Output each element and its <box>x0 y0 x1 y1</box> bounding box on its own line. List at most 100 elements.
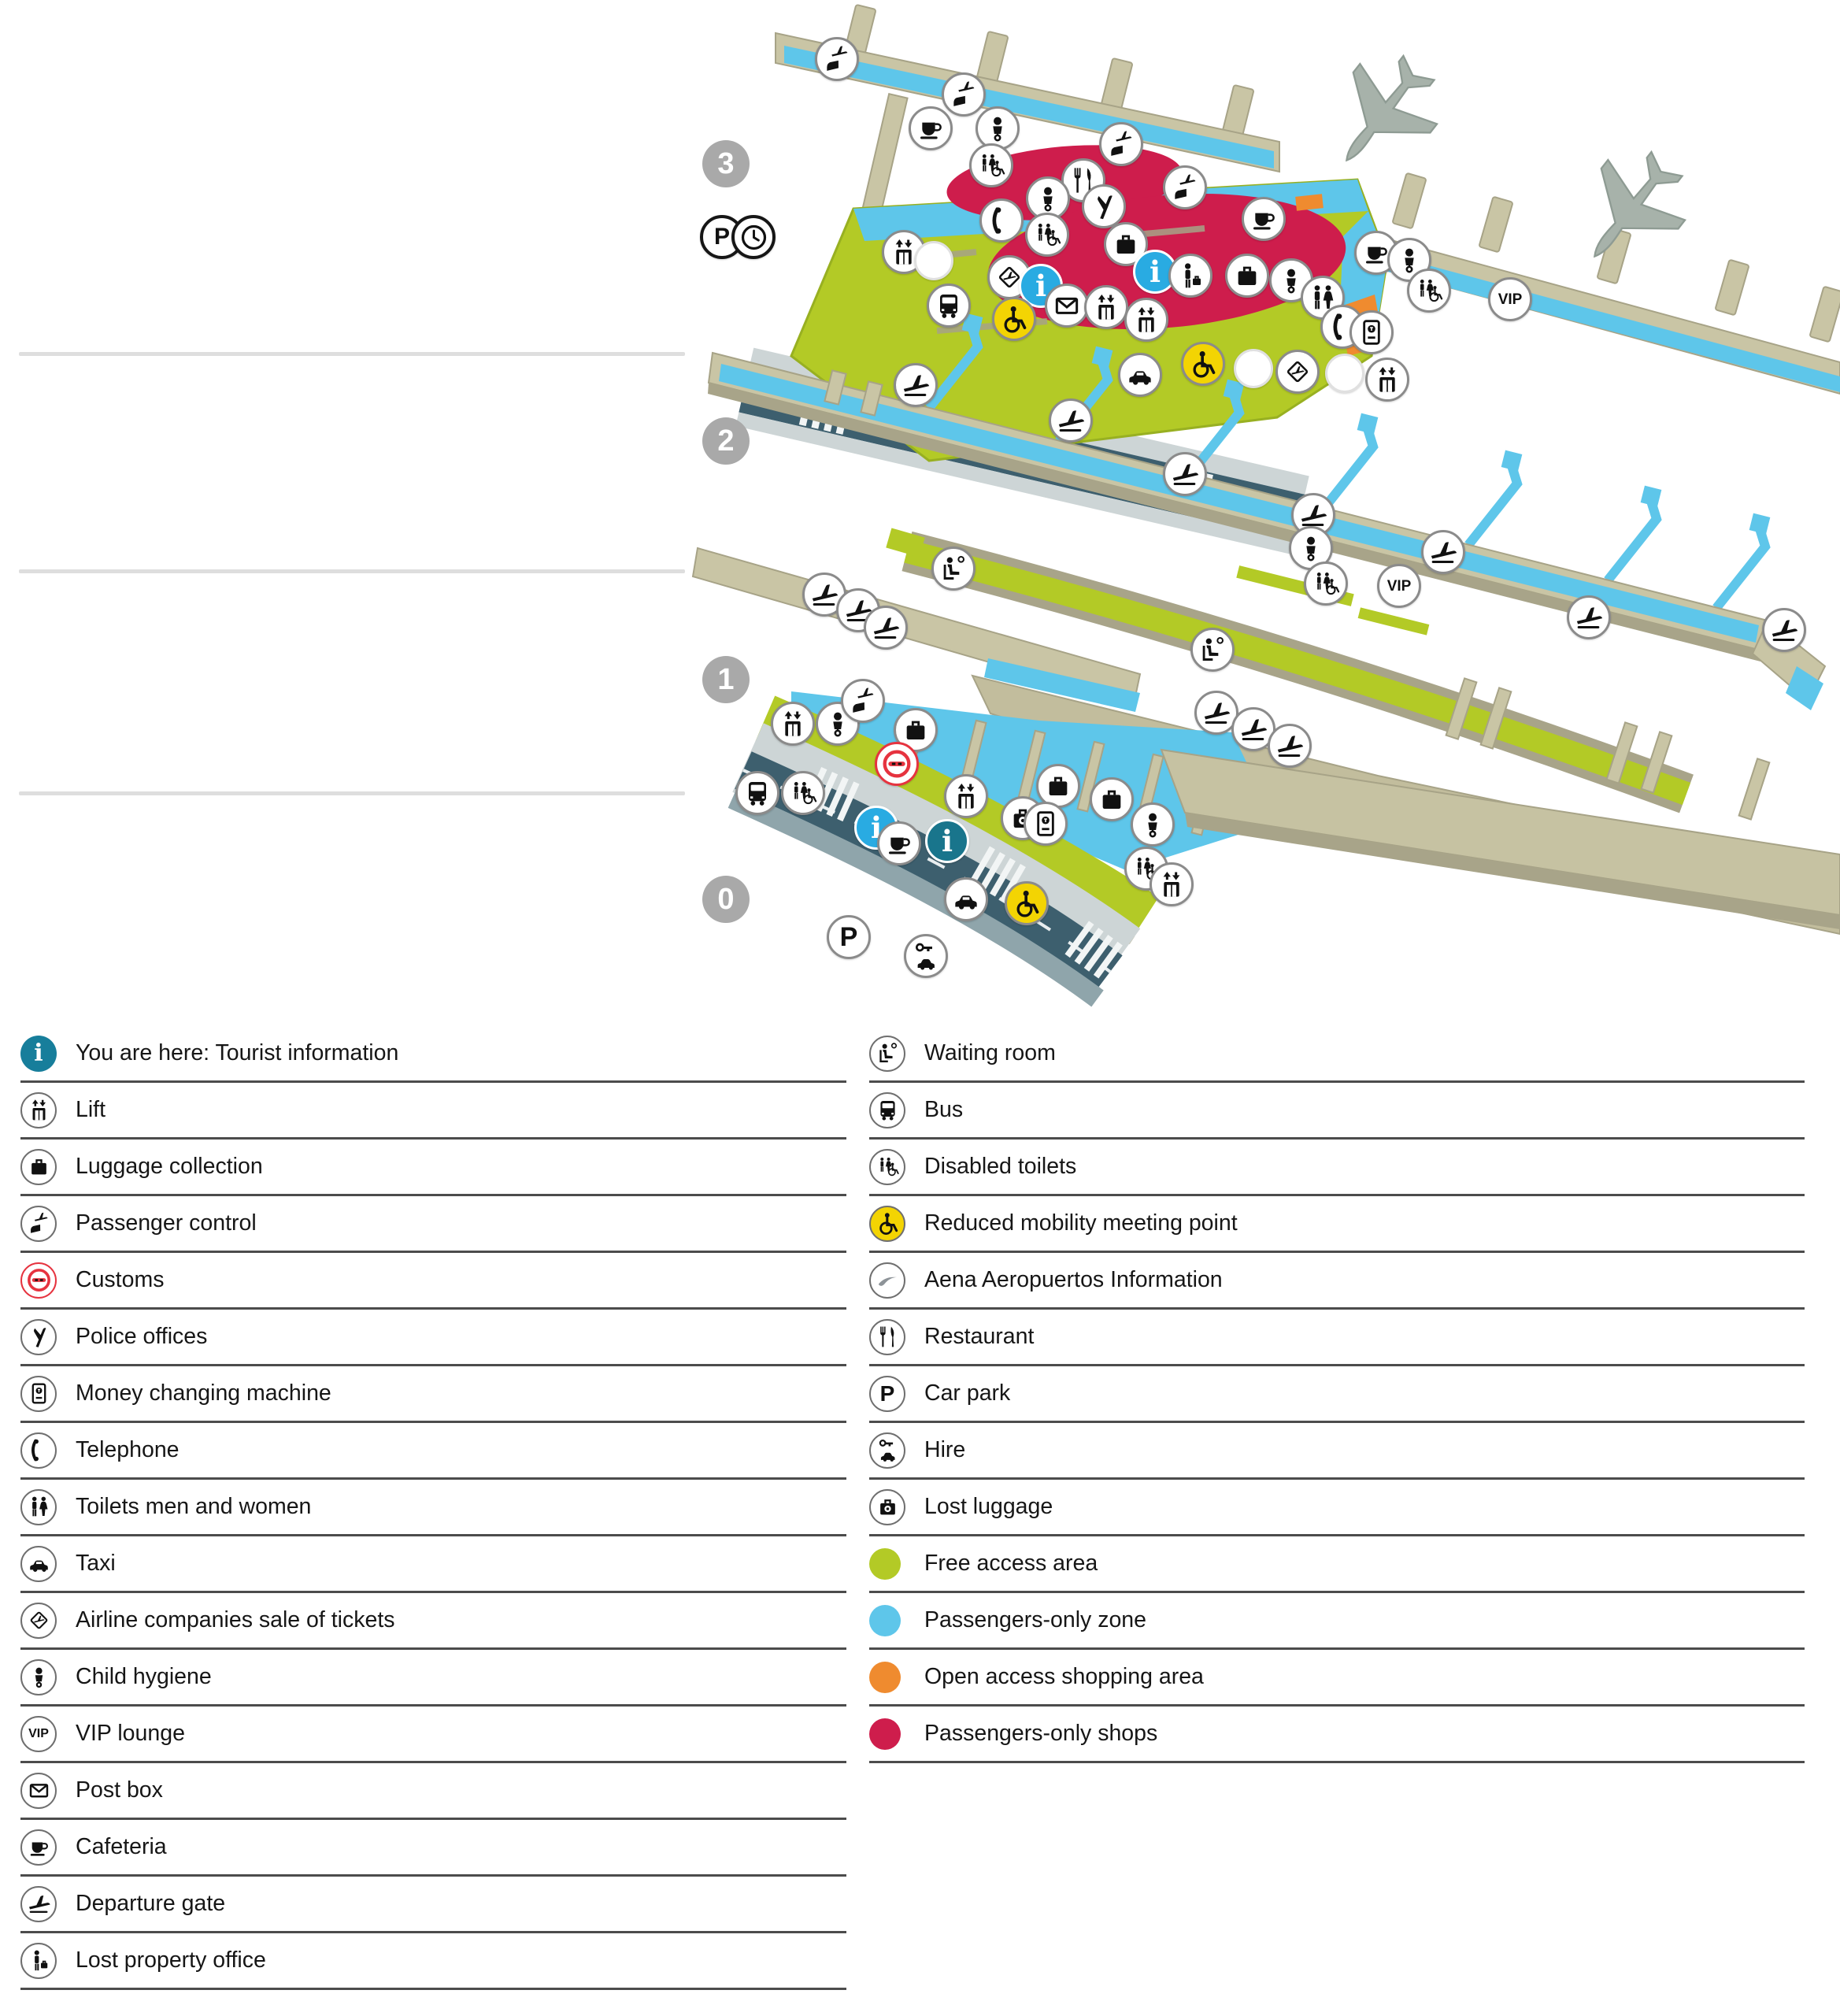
clock-icon <box>741 224 766 250</box>
map-icon-police-offices <box>1082 184 1126 228</box>
map-icon-reduced-mobility <box>992 297 1036 341</box>
post-box-icon <box>29 1784 48 1798</box>
telephone-icon <box>1333 313 1342 340</box>
waiting-room-icon <box>1202 637 1224 661</box>
white-circle-icon <box>1331 359 1359 387</box>
bus-icon <box>940 295 957 318</box>
map-icon-taxi <box>944 877 988 921</box>
legend-item-telephone: Telephone <box>20 1423 846 1480</box>
legend-label: VIP lounge <box>76 1721 185 1746</box>
cafeteria-icon <box>30 1842 48 1856</box>
money-changing-legend-icon <box>20 1375 57 1412</box>
waiting-room-legend-icon <box>869 1035 905 1072</box>
child-hygiene-icon <box>1043 187 1053 212</box>
legend-icon-cell <box>869 1718 920 1750</box>
legend-item-restaurant: Restaurant <box>869 1310 1805 1366</box>
legend-label: Cafeteria <box>76 1834 167 1859</box>
legend-item-disabled-toilets: Disabled toilets <box>869 1140 1805 1196</box>
legend-label: Passenger control <box>76 1210 257 1236</box>
map-icon-lift <box>771 702 815 746</box>
legend-item-lift: Lift <box>20 1083 846 1140</box>
map-icon-departure-gate <box>1231 707 1275 751</box>
legend-item-police-offices: Police offices <box>20 1310 846 1366</box>
legend-label: Lost property office <box>76 1947 266 1973</box>
terminal-map-graphic <box>691 4 1840 1007</box>
cafeteria-legend-icon <box>20 1829 57 1866</box>
passenger-control-icon <box>1175 174 1196 199</box>
lift-icon <box>31 1099 46 1121</box>
aena-info-icon <box>878 1277 897 1286</box>
map-icon-disabled-toilets <box>1025 213 1069 257</box>
map-icon-waiting-room <box>1190 628 1235 672</box>
map-icon-lift <box>1365 358 1409 402</box>
legend-label: Passengers-only shops <box>924 1721 1158 1746</box>
passenger-control-icon <box>30 1212 48 1233</box>
legend-label: Reduced mobility meeting point <box>924 1210 1238 1236</box>
legend-label: Departure gate <box>76 1891 226 1916</box>
info-dark-icon: i <box>941 823 953 858</box>
map-icon-passenger-control <box>815 37 859 81</box>
map-icon-info-dark: i <box>925 819 969 863</box>
telephone-legend-icon <box>20 1432 57 1469</box>
legend-item-toilets: Toilets men and women <box>20 1480 846 1536</box>
legend-icon-cell <box>869 1318 920 1355</box>
map-icon-money-changing <box>1024 802 1068 846</box>
departure-gate-icon <box>1058 410 1085 432</box>
legend-icon-cell <box>20 1772 71 1809</box>
map-icon-airline-tickets <box>1275 350 1320 394</box>
legend-label: Car park <box>924 1380 1011 1406</box>
map-icon-lift <box>944 774 988 818</box>
airline-tickets-icon <box>1287 361 1309 383</box>
legend-item-dot-orange: Open access shopping area <box>869 1650 1805 1707</box>
restaurant-legend-icon <box>869 1318 905 1355</box>
legend-item-cafeteria: Cafeteria <box>20 1820 846 1877</box>
toilets-legend-icon <box>20 1488 57 1525</box>
legend-icon-cell <box>869 1488 920 1525</box>
map-icon-luggage-collection <box>1090 777 1134 821</box>
taxi-icon <box>29 1560 48 1572</box>
car-park-legend-icon: P <box>869 1375 905 1412</box>
police-offices-icon <box>33 1328 46 1347</box>
passenger-control-icon <box>1111 131 1132 156</box>
map-icon-passenger-control <box>1099 122 1143 166</box>
passenger-control-icon <box>953 81 975 106</box>
lost-luggage-legend-icon <box>869 1488 905 1525</box>
disabled-toilets-legend-icon <box>869 1148 905 1185</box>
post-box-icon <box>1055 297 1079 314</box>
map-icon-cafeteria <box>877 821 921 865</box>
legend-icon-cell <box>20 1262 71 1299</box>
you-are-here-icon: i <box>34 1039 43 1067</box>
lift-legend-icon <box>20 1091 57 1128</box>
child-hygiene-icon <box>833 712 842 737</box>
white-circle-icon <box>920 246 948 275</box>
vip-icon: VIP <box>1386 577 1412 595</box>
departure-gate-icon <box>28 1896 50 1914</box>
luggage-collection-icon <box>31 1159 46 1175</box>
taxi-icon <box>955 895 977 910</box>
reduced-mobility-icon <box>1193 351 1216 378</box>
reduced-mobility-icon <box>1004 306 1027 333</box>
legend-item-bus: Bus <box>869 1083 1805 1140</box>
hire-icon <box>916 943 935 970</box>
police-offices-legend-icon <box>20 1318 57 1355</box>
legend-item-customs: Customs <box>20 1253 846 1310</box>
map-icon-departure-gate <box>894 363 938 407</box>
child-hygiene-icon <box>993 117 1002 142</box>
map-icon-money-changing <box>1349 310 1394 354</box>
map-icon-departure-gate <box>1268 724 1312 768</box>
car-park-icon: P <box>713 224 730 250</box>
reduced-mobility-legend-icon <box>869 1205 905 1242</box>
legend-icon-cell: VIP <box>20 1715 71 1752</box>
luggage-collection-icon <box>1102 790 1121 809</box>
disabled-toilets-icon <box>1420 280 1443 302</box>
legend-icon-cell <box>869 1091 920 1128</box>
restaurant-icon <box>1074 168 1091 193</box>
waiting-room-icon <box>879 1043 897 1063</box>
legend-label: Free access area <box>924 1551 1098 1576</box>
child-hygiene-icon <box>1405 248 1414 273</box>
money-changing-icon <box>1037 811 1054 836</box>
map-icon-departure-gate <box>1567 595 1611 639</box>
